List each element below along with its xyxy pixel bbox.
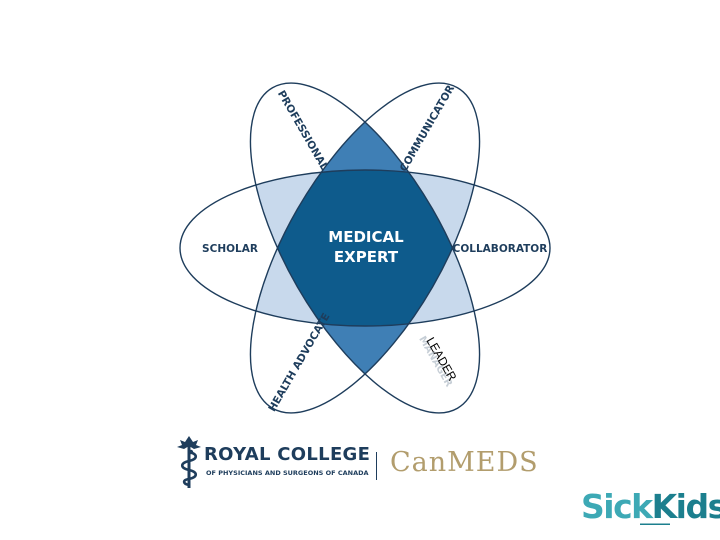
role-label-health-advocate: HEALTH ADVOCATE — [266, 311, 332, 414]
role-label-professional: PROFESSIONAL — [275, 88, 331, 172]
center-label-line2: EXPERT — [334, 248, 399, 266]
ellipse-ascending — [249, 82, 481, 414]
logo-divider — [376, 452, 377, 480]
royal-college-title: ROYAL COLLEGE — [204, 444, 371, 465]
overlap-center — [250, 170, 480, 326]
ellipse-horizontal — [179, 169, 551, 327]
sickkids-logo-sick: Sick — [581, 487, 653, 526]
sickkids-logo-kids: Kids — [651, 487, 720, 526]
sickkids-logo: SickKids® — [581, 487, 720, 526]
royal-college-canmeds-logo: ROYAL COLLEGE OF PHYSICIANS AND SURGEONS… — [170, 434, 570, 490]
staff-of-asclepius-icon — [177, 436, 201, 488]
leader-overlay-box — [412, 332, 458, 398]
ellipse-descending — [249, 82, 481, 414]
role-label-communicator: COMMUNICATOR — [398, 83, 457, 174]
canmeds-wordmark: CanMEDS — [390, 447, 539, 478]
royal-college-subtitle: OF PHYSICIANS AND SURGEONS OF CANADA — [206, 469, 369, 477]
center-label-line1: MEDICAL — [328, 228, 404, 246]
role-label-collaborator: COLLABORATOR — [453, 243, 548, 255]
sickkids-logo-subline: ▬▬▬▬▬▬ — [640, 521, 670, 527]
role-label-scholar: SCHOLAR — [202, 243, 258, 255]
